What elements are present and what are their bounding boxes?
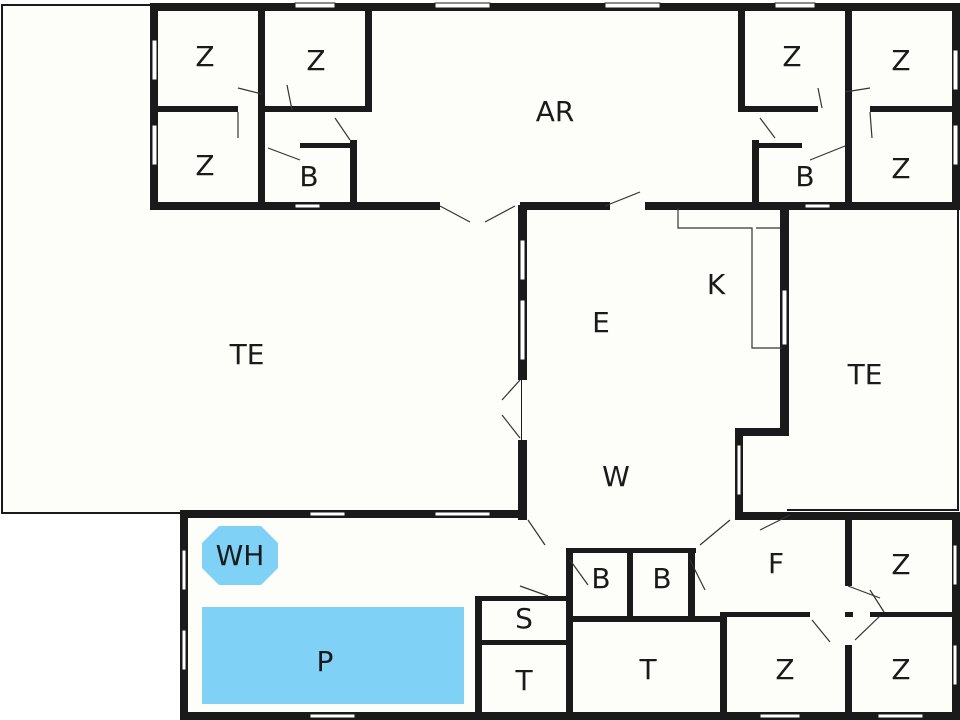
pool-basin [202, 607, 464, 704]
room-label-terrace-right: TE [847, 358, 883, 391]
room-label-bedroom-6: Z [891, 152, 910, 185]
kitchen-counter [677, 208, 782, 349]
room-label-bedroom-7: Z [891, 548, 910, 581]
doors [237, 84, 885, 643]
room-label-activity-room: AR [536, 95, 575, 128]
room-label-bathroom-2: B [795, 160, 814, 193]
room-label-whirlpool: WH [216, 539, 265, 572]
room-label-bathroom-1: B [299, 160, 318, 193]
room-label-bathroom-3: B [591, 562, 610, 595]
room-label-living: W [602, 460, 630, 493]
windows [151, 2, 959, 719]
room-label-bedroom-8: Z [775, 653, 794, 686]
room-label-hall: F [768, 547, 784, 580]
room-label-bedroom-5: Z [891, 44, 910, 77]
room-label-kitchen: K [707, 268, 726, 301]
building-floor-middle [522, 205, 787, 515]
whirlpool-basin [202, 526, 278, 585]
building-floor-top [152, 5, 958, 205]
room-label-pool: P [317, 645, 334, 678]
room-label-dining: E [592, 306, 610, 339]
room-label-bedroom-9: Z [891, 653, 910, 686]
room-labels: Z Z Z B AR Z Z B Z TE E K TE W WH B B F … [195, 40, 910, 697]
room-label-terrace-left: TE [229, 338, 265, 371]
room-label-bedroom-1: Z [195, 40, 214, 73]
room-label-bathroom-4: B [652, 562, 671, 595]
room-label-bedroom-4: Z [782, 40, 801, 73]
room-label-toilet-2: T [638, 653, 657, 686]
room-label-bedroom-3: Z [195, 149, 214, 182]
room-label-toilet-1: T [514, 664, 533, 697]
room-label-bedroom-2: Z [306, 44, 325, 77]
room-label-sauna: S [515, 602, 533, 635]
